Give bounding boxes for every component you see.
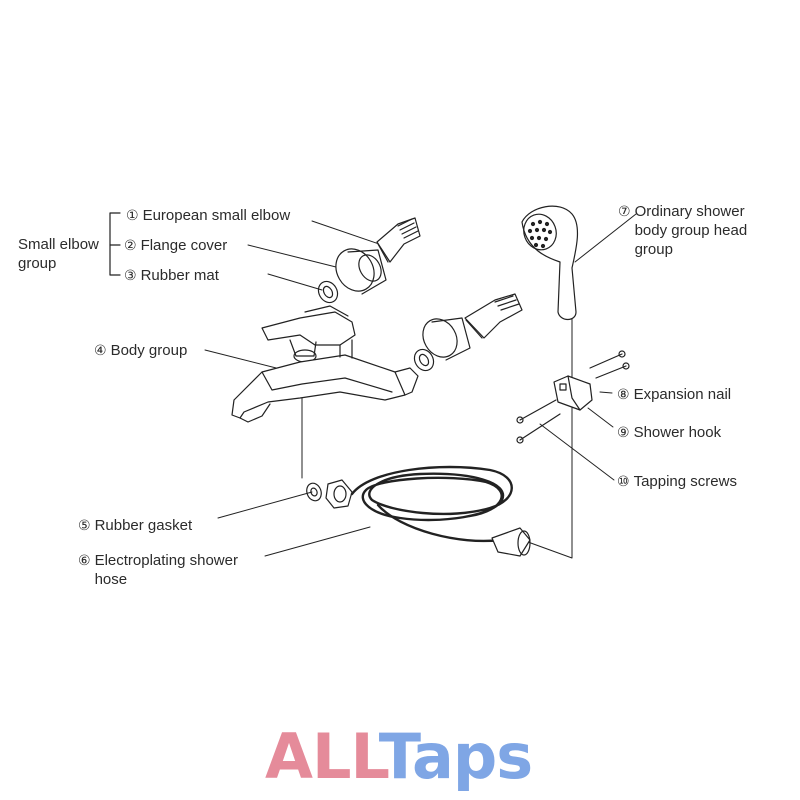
part-number: ⑧ — [617, 386, 630, 402]
european-small-elbow-right — [464, 293, 523, 339]
part-number: ⑩ — [617, 473, 630, 489]
part-number: ⑥ — [78, 552, 91, 568]
part-number: ⑦ — [618, 203, 631, 219]
part-number: ③ — [124, 267, 137, 283]
european-small-elbow-upper — [376, 217, 421, 263]
shower-hose — [350, 465, 513, 543]
rubber-mat-right — [413, 348, 435, 372]
part-number: ① — [126, 207, 139, 223]
part-name: Ordinary shower body group head group — [634, 203, 748, 258]
part-name: Expansion nail — [633, 386, 732, 403]
rubber-mat-upper — [317, 280, 339, 304]
shower-hook — [553, 375, 593, 411]
part-name: Rubber mat — [140, 267, 219, 284]
logo-part-all: ALL — [265, 720, 380, 793]
part-name: Flange cover — [140, 237, 228, 254]
part-name: European small elbow — [142, 207, 291, 224]
rubber-gasket — [306, 482, 322, 502]
part-number: ⑨ — [617, 424, 630, 440]
group-bracket — [109, 212, 121, 276]
hose-nut — [325, 479, 353, 509]
flange-cover-upper — [335, 248, 387, 295]
part-name: Electroplating shower hose — [94, 552, 238, 588]
part-number: ⑤ — [78, 517, 91, 533]
hose-handle-connector — [491, 527, 531, 557]
part-name: Shower hook — [633, 424, 722, 441]
part-name: Body group — [110, 342, 188, 359]
part-name: Rubber gasket — [94, 517, 193, 534]
tapping-screws — [516, 399, 561, 444]
shower-head — [521, 205, 579, 321]
faucet-body — [231, 305, 419, 423]
group-label: Small elbow group — [18, 236, 99, 272]
part-number: ④ — [94, 342, 107, 358]
part-number: ② — [124, 237, 137, 253]
logo-part-taps: Taps — [378, 720, 533, 793]
alltaps-logo: ALLTaps — [265, 722, 545, 792]
part-name: Tapping screws — [633, 473, 737, 490]
expansion-nails — [589, 350, 630, 379]
flange-cover-right — [422, 317, 471, 361]
